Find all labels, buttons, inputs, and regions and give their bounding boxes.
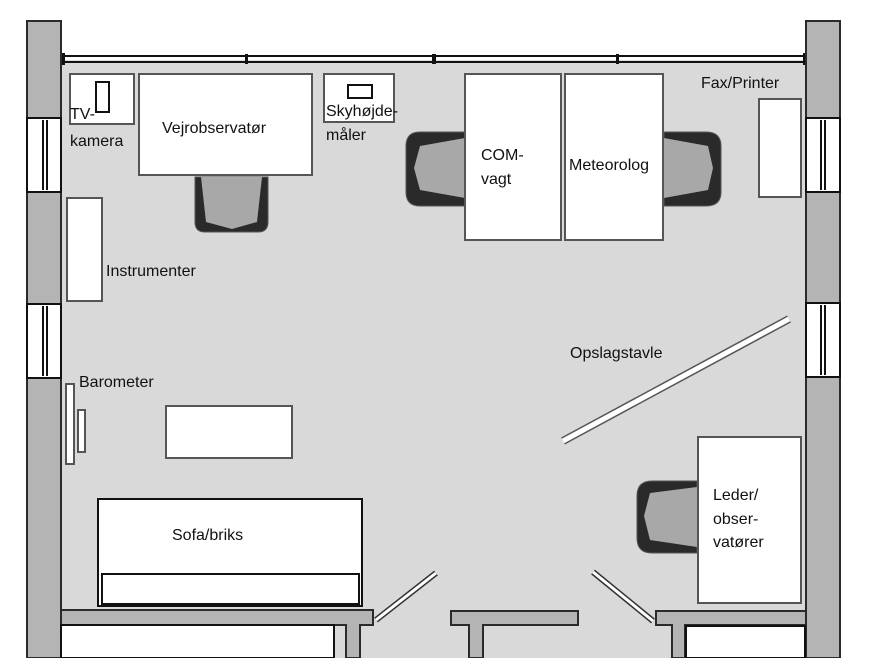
barometer-shelf [65, 383, 75, 465]
notice-board [561, 315, 791, 445]
right-wall [805, 20, 841, 658]
road-observer-label: Vejrobservatør [162, 120, 267, 137]
road-observer-desk [138, 73, 313, 176]
com-desk [464, 73, 562, 241]
door-right[interactable] [591, 569, 655, 624]
small-table [165, 405, 293, 459]
leader-label-1: Leder/ [713, 487, 759, 504]
road-observer-chair [194, 176, 269, 233]
sofa-cushion [101, 573, 360, 605]
barometer-label: Barometer [79, 374, 154, 391]
com-label-2: vagt [481, 171, 512, 188]
fax-printer [758, 98, 802, 198]
right-window-2 [805, 302, 841, 378]
instruments-label: Instrumenter [106, 263, 196, 280]
bottom-walls [60, 609, 807, 658]
ceilometer-label-2: måler [326, 126, 367, 144]
meteorologist-label: Meteorolog [569, 157, 649, 174]
tv-camera [69, 73, 135, 125]
room-below-right [685, 625, 806, 658]
right-window-1 [805, 117, 841, 193]
barometer [77, 409, 86, 453]
meteorologist-chair [663, 131, 722, 207]
door-left[interactable] [374, 570, 438, 623]
room-below-left [60, 624, 335, 658]
bottom-right-wall [655, 610, 807, 658]
notice-board-label: Opslagstavle [570, 345, 663, 362]
leader-chair [636, 480, 698, 554]
sofa-label: Sofa/briks [172, 527, 243, 544]
com-label-1: COM- [481, 147, 524, 164]
sofa [97, 498, 363, 607]
ceilometer [323, 73, 395, 123]
tv-camera-icon [95, 81, 110, 113]
ceilometer-icon [347, 84, 373, 99]
leader-desk [697, 436, 802, 604]
instruments-cabinet [66, 197, 103, 302]
tv-camera-label-1: TV- [70, 106, 95, 123]
left-wall [26, 20, 62, 658]
leader-label-3: vatører [713, 534, 764, 551]
ceilometer-label-1: Skyhøjde- [326, 103, 398, 120]
tv-camera-label-2: kamera [70, 133, 123, 150]
bottom-center-wall [450, 610, 579, 658]
fax-printer-label: Fax/Printer [701, 75, 780, 92]
leader-label-2: obser- [713, 511, 758, 528]
meteorologist-desk [564, 73, 664, 241]
com-chair [405, 131, 466, 207]
